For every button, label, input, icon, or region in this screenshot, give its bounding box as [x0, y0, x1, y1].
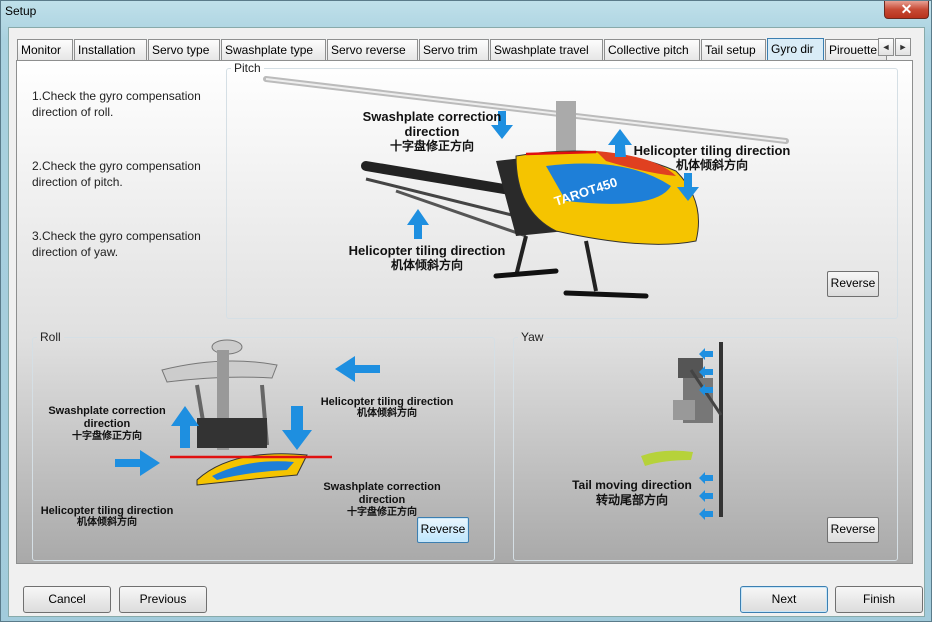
- tab-pirouette[interactable]: Pirouette: [825, 39, 887, 60]
- step-yaw-text: 3.Check the gyro compensation direction …: [32, 229, 201, 259]
- step-roll-text: 1.Check the gyro compensation direction …: [32, 89, 201, 119]
- arrow-left-icon: [699, 508, 713, 520]
- tab-servo-trim[interactable]: Servo trim: [419, 39, 489, 60]
- tab-installation[interactable]: Installation: [74, 39, 147, 60]
- yaw-tail-label-en: Tail moving direction: [572, 478, 692, 492]
- gyro-dir-panel: 1.Check the gyro compensation direction …: [16, 60, 913, 564]
- arrow-down-icon: [677, 173, 699, 201]
- finish-button[interactable]: Finish: [835, 586, 923, 613]
- roll-tilt-left-label-en: Helicopter tiling direction: [40, 505, 174, 517]
- client-area: Monitor Installation Servo type Swashpla…: [8, 27, 925, 617]
- pitch-tilt-right-label-cn: 机体倾斜方向: [675, 158, 748, 172]
- yaw-legend: Yaw: [521, 330, 544, 344]
- tab-scroll-left-button[interactable]: ◄: [878, 38, 894, 56]
- yaw-tail-label-cn: 转动尾部方向: [595, 493, 668, 507]
- pitch-reverse-button[interactable]: Reverse: [827, 271, 879, 297]
- step-pitch-text: 2.Check the gyro compensation direction …: [32, 159, 201, 189]
- tab-swashplate-type[interactable]: Swashplate type: [221, 39, 326, 60]
- arrow-right-icon: [115, 450, 160, 476]
- pitch-swash-label-en: Swashplate correction direction: [362, 109, 502, 139]
- previous-button[interactable]: Previous: [119, 586, 207, 613]
- roll-swash-left-label-cn: 十字盘修正方向: [72, 431, 142, 442]
- tab-swashplate-travel[interactable]: Swashplate travel: [490, 39, 603, 60]
- roll-swash-left-label-en: Swashplate correction direction: [48, 405, 166, 430]
- arrow-left-icon: [699, 472, 713, 484]
- tail-direction-arrow-icon: [641, 450, 693, 466]
- cancel-button[interactable]: Cancel: [23, 586, 111, 613]
- roll-legend: Roll: [40, 330, 61, 344]
- tab-scroll-right-button[interactable]: ►: [895, 38, 911, 56]
- next-button[interactable]: Next: [740, 586, 828, 613]
- pitch-tilt-bottom-label-cn: 机体倾斜方向: [390, 258, 463, 272]
- tab-servo-reverse[interactable]: Servo reverse: [327, 39, 418, 60]
- yaw-tail-illustration: [641, 342, 723, 520]
- arrow-down-icon: [491, 111, 513, 139]
- roll-tilt-right-label-cn: 机体倾斜方向: [357, 408, 417, 419]
- arrow-left-icon: [699, 490, 713, 502]
- tab-tail-setup[interactable]: Tail setup: [701, 39, 766, 60]
- arrow-up-icon: [608, 129, 632, 157]
- arrow-left-icon: [335, 356, 380, 382]
- window-title: Setup: [5, 4, 37, 18]
- tab-strip: Monitor Installation Servo type Swashpla…: [17, 38, 887, 60]
- arrow-down-icon: [282, 406, 312, 450]
- pitch-group: Pitch: [226, 61, 898, 319]
- arrow-up-icon: [407, 209, 429, 239]
- arrow-left-icon: [699, 384, 713, 396]
- roll-swash-right-label-cn: 十字盘修正方向: [347, 507, 417, 518]
- roll-helicopter-illustration: [115, 339, 380, 486]
- tab-monitor[interactable]: Monitor: [17, 39, 73, 60]
- tab-servo-type[interactable]: Servo type: [148, 39, 220, 60]
- tab-collective-pitch[interactable]: Collective pitch: [604, 39, 700, 60]
- close-button[interactable]: ✕: [884, 1, 929, 19]
- pitch-tilt-bottom-label-en: Helicopter tiling direction: [348, 243, 506, 258]
- arrow-left-icon: [699, 348, 713, 360]
- tab-gyro-dir[interactable]: Gyro dir: [767, 38, 824, 60]
- title-bar[interactable]: Setup ✕: [1, 1, 931, 23]
- roll-group: Roll: [32, 330, 495, 561]
- pitch-helicopter-illustration: TAROT450: [263, 76, 789, 299]
- roll-swash-right-label-en: Swashplate correction direction: [323, 481, 441, 506]
- roll-reverse-button[interactable]: Reverse: [417, 517, 469, 543]
- yaw-reverse-button[interactable]: Reverse: [827, 517, 879, 543]
- arrow-up-icon: [171, 406, 199, 448]
- pitch-swash-label-cn: 十字盘修正方向: [389, 139, 474, 153]
- pitch-legend: Pitch: [234, 61, 261, 75]
- roll-tilt-right-label-en: Helicopter tiling direction: [320, 396, 454, 408]
- roll-tilt-left-label-cn: 机体倾斜方向: [77, 517, 137, 528]
- arrow-left-icon: [699, 366, 713, 378]
- pitch-tilt-right-label-en: Helicopter tiling direction: [633, 143, 791, 158]
- yaw-group: Yaw: [513, 330, 898, 561]
